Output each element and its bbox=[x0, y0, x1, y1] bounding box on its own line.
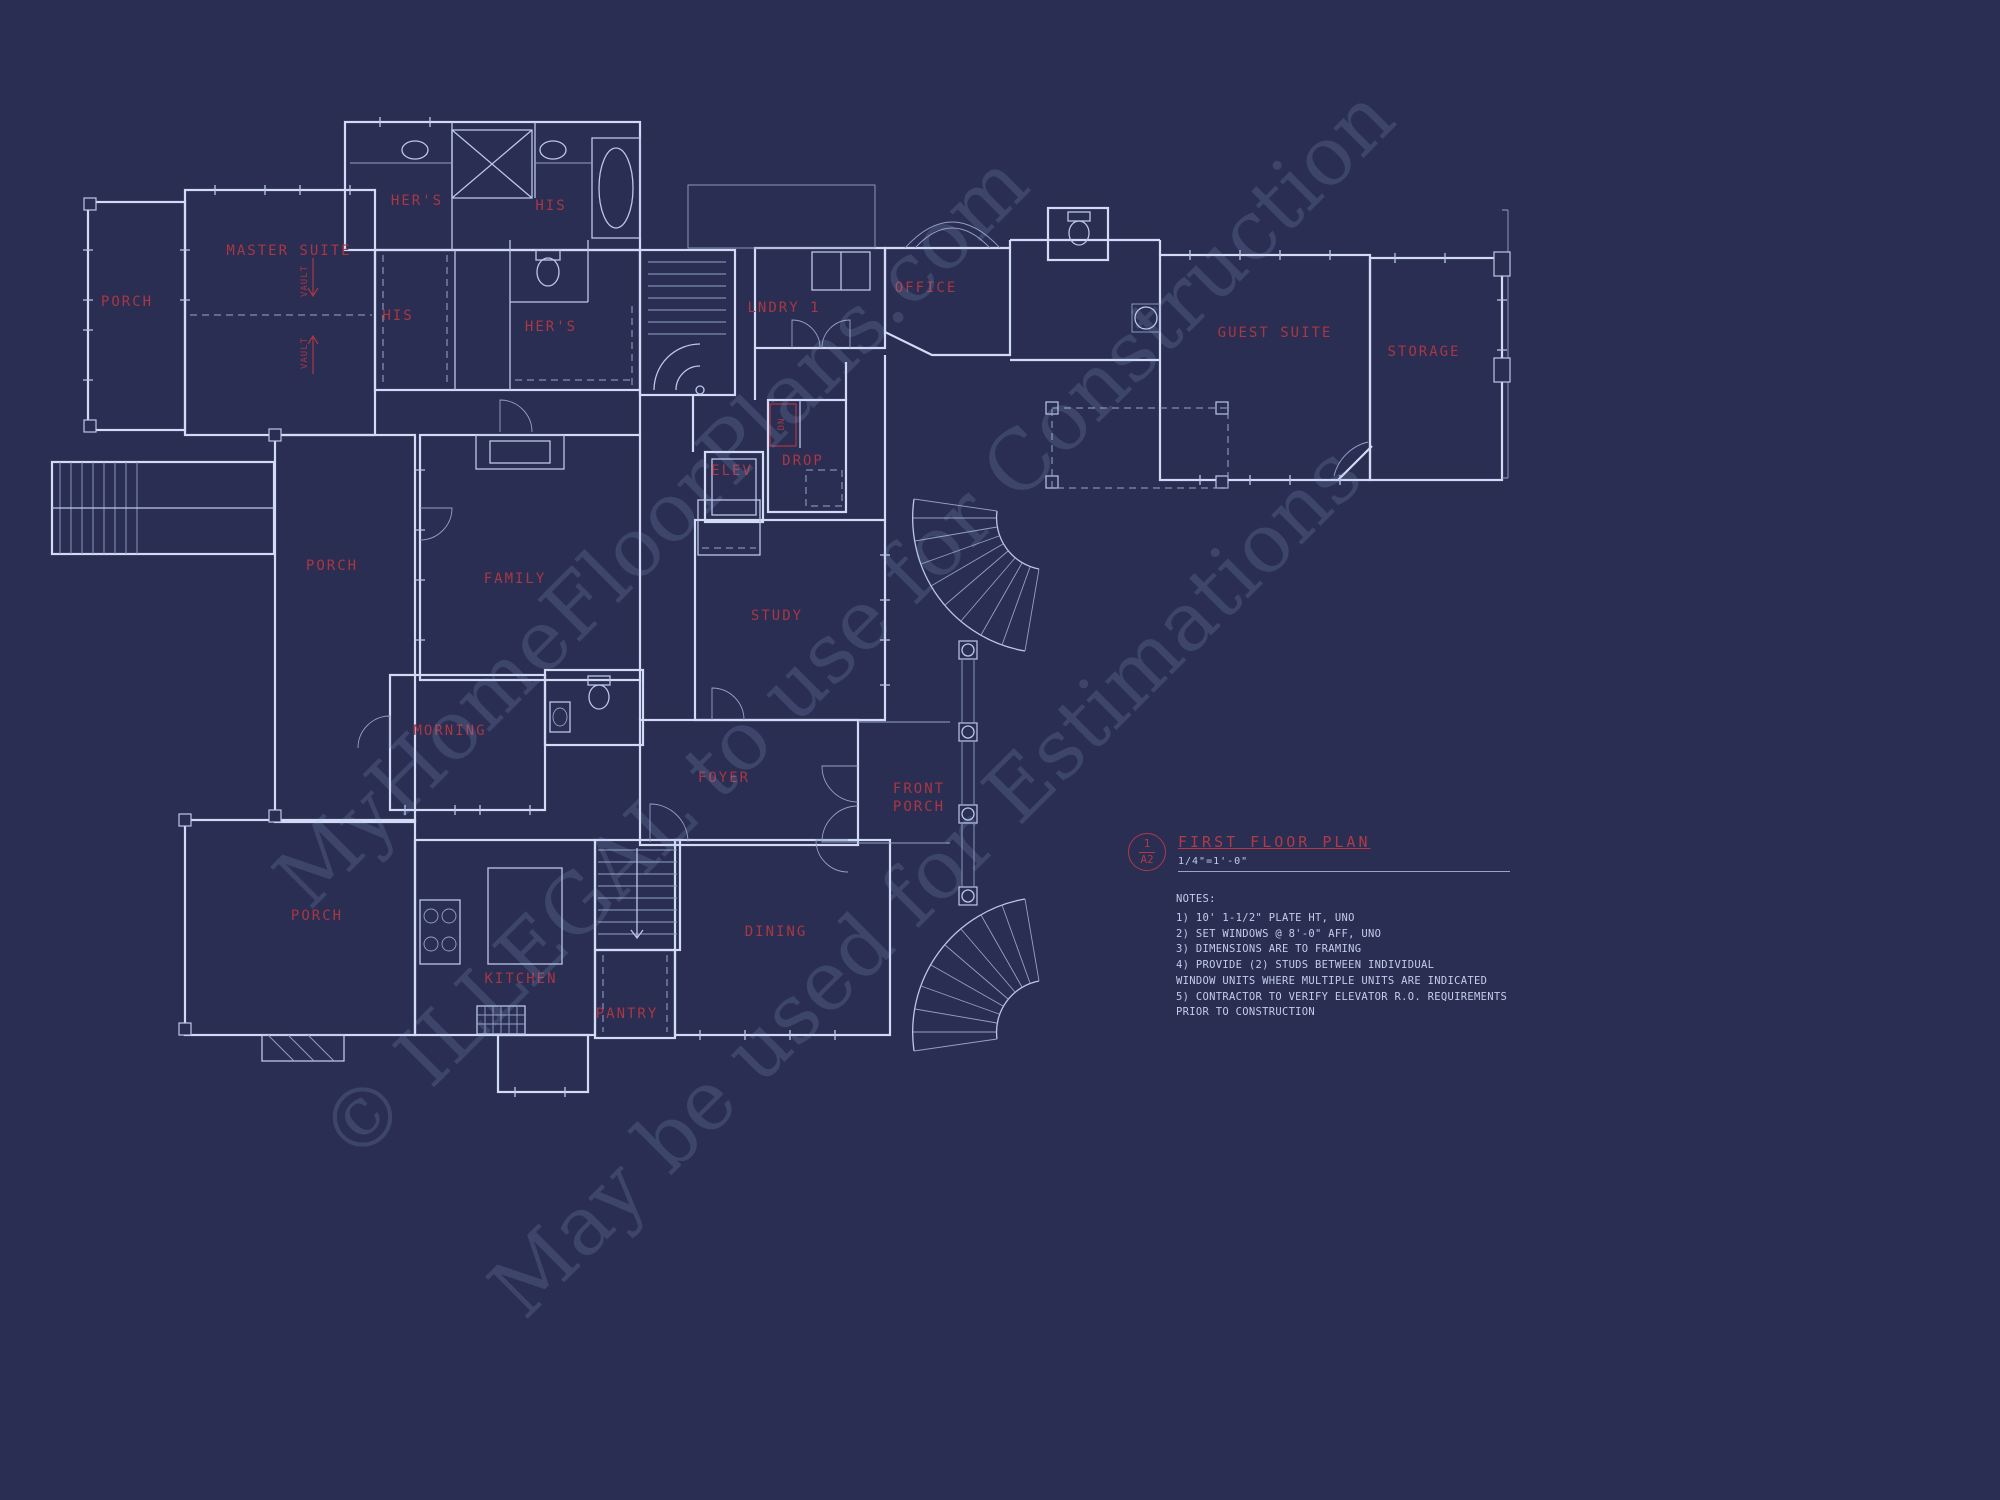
title-block: 1 A2 FIRST FLOOR PLAN 1/4"=1'-0" NOTES: … bbox=[1128, 833, 1510, 1021]
curved-stair-bottom bbox=[912, 898, 1040, 1052]
toilet-icon bbox=[587, 675, 611, 710]
curved-stair-top bbox=[912, 498, 1040, 652]
cooktop-burners bbox=[423, 908, 457, 952]
porch-steps bbox=[261, 1034, 345, 1062]
stair-treads bbox=[52, 261, 726, 940]
toilet-icon bbox=[1067, 211, 1091, 246]
door-swings bbox=[357, 319, 1369, 873]
drawing-scale: 1/4"=1'-0" bbox=[1178, 856, 1249, 867]
casework-dashed bbox=[190, 255, 1229, 1032]
callout-sheet: A2 bbox=[1140, 852, 1154, 866]
plumbing-fixtures bbox=[350, 140, 1161, 1035]
stair-direction-arrow bbox=[630, 848, 644, 940]
callout-number: 1 bbox=[1138, 838, 1156, 853]
toilet-icon bbox=[535, 249, 561, 287]
note-item-4: 4) PROVIDE (2) STUDS BETWEEN INDIVIDUAL … bbox=[1176, 959, 1488, 987]
fireplace bbox=[475, 434, 565, 470]
drop-niche bbox=[769, 403, 797, 447]
note-item-5: 5) CONTRACTOR TO VERIFY ELEVATOR R.O. RE… bbox=[1176, 990, 1508, 1019]
notes-block: NOTES: 1) 10' 1-1/2" PLATE HT, UNO 2) SE… bbox=[1176, 892, 1510, 1021]
interior-walls bbox=[261, 122, 871, 1062]
vault-arrows bbox=[307, 258, 797, 447]
range-icon bbox=[419, 899, 461, 965]
spiral-stair bbox=[653, 343, 705, 395]
kitchen-island bbox=[487, 867, 563, 965]
notes-heading: NOTES: bbox=[1176, 893, 1216, 905]
note-item-1: 1) 10' 1-1/2" PLATE HT, UNO bbox=[1176, 911, 1355, 924]
sink-icon bbox=[350, 140, 592, 164]
roof-and-bay-outlines bbox=[687, 184, 1509, 844]
sheet-callout: 1 A2 bbox=[1128, 833, 1166, 871]
sink-icon bbox=[549, 701, 571, 733]
sink-icon bbox=[1131, 303, 1161, 333]
drawing-title: FIRST FLOOR PLAN bbox=[1178, 833, 1371, 851]
porch-columns bbox=[83, 197, 1511, 1036]
kitchen-sink bbox=[476, 1005, 526, 1035]
note-item-2: 2) SET WINDOWS @ 8'-0" AFF, UNO bbox=[1176, 927, 1382, 940]
tub-icon bbox=[598, 147, 634, 229]
window-ticks bbox=[83, 117, 1507, 1097]
note-item-3: 3) DIMENSIONS ARE TO FRAMING bbox=[1176, 943, 1362, 956]
